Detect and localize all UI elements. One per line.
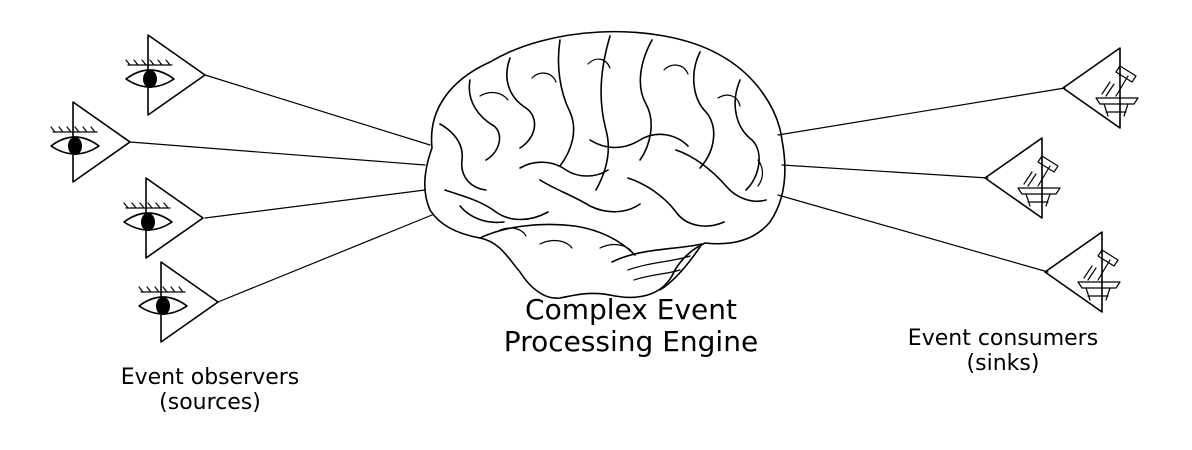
sinks-label-line1: Event consumers [907, 326, 1099, 351]
engine-label-line2: Processing Engine [503, 325, 759, 359]
sources-label: Event observers (sources) [80, 365, 340, 416]
connector-source-1 [204, 74, 431, 146]
sink-consumers [984, 47, 1139, 313]
hammer-icon [1062, 47, 1139, 129]
sinks-label-line2: (sinks) [966, 351, 1040, 377]
connector-sink-2 [781, 164, 989, 179]
eye-icon [123, 177, 204, 259]
sinks-label: Event consumers (sinks) [868, 326, 1138, 377]
hammer-icon [1044, 231, 1121, 313]
source-observers [50, 34, 219, 343]
eye-icon [50, 101, 131, 183]
engine-label: Complex Event Processing Engine [496, 293, 766, 359]
connector-sink-3 [777, 194, 1049, 273]
connector-source-2 [129, 141, 426, 166]
eye-icon [138, 261, 219, 343]
sources-label-line2: (sources) [159, 390, 261, 416]
connections [129, 74, 1066, 303]
brain-icon [424, 30, 786, 299]
hammer-icon [984, 137, 1061, 219]
eye-icon [125, 34, 206, 116]
connector-source-4 [217, 214, 433, 303]
sources-label-line1: Event observers [120, 365, 300, 390]
connector-source-3 [204, 189, 426, 219]
engine-label-line1: Complex Event [525, 293, 737, 326]
connector-sink-1 [777, 87, 1066, 136]
